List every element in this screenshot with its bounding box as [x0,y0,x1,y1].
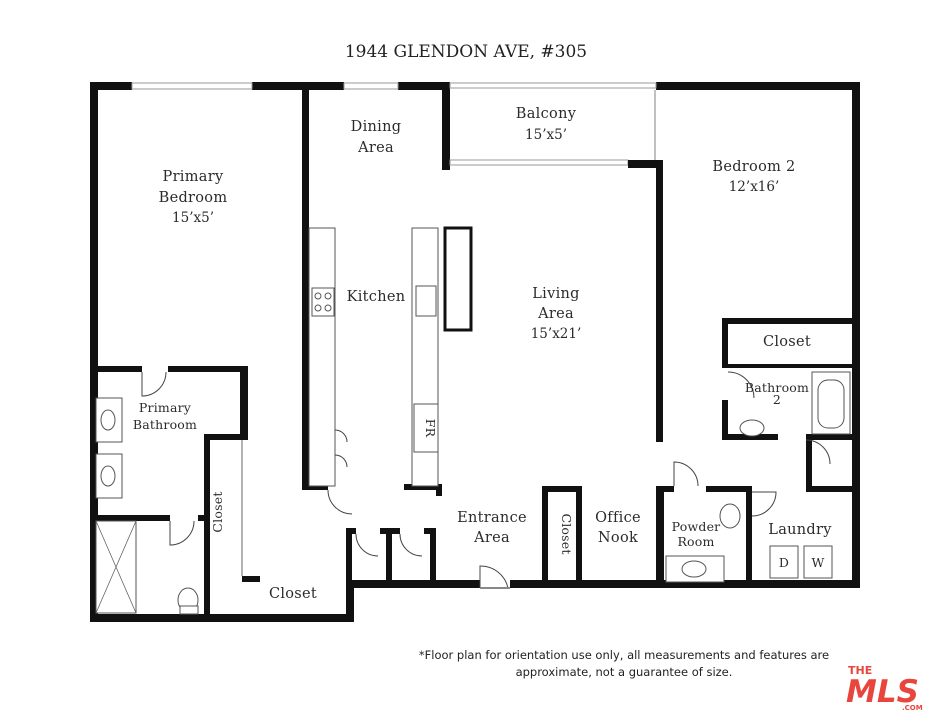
plan-title: 1944 GLENDON AVE, #305 [345,42,587,62]
mls-logo-main: MLS [846,674,919,710]
kitchen-counter-left [308,227,336,487]
bedroom-2-label: Bedroom 2 [712,159,795,175]
mls-logo: THE MLS .COM [846,664,923,712]
bathroom-2-label-line2: 2 [773,392,781,407]
powder-toilet [719,503,741,529]
dining-area-label-line1: Dining [351,119,402,135]
mls-logo-top: THE [848,664,872,677]
entrance-area-label-line2: Area [473,530,510,546]
office-nook-label-line2: Nook [598,530,638,546]
kitchen-range [311,287,335,317]
disclaimer-footnote: *Floor plan for orientation use only, al… [400,647,848,681]
bedroom-2-dims: 12’x16’ [729,179,780,195]
windows [131,82,657,166]
living-area-label-line2: Area [537,306,574,322]
mls-logo-small: .COM [902,704,923,712]
washer [803,545,833,579]
refrigerator [413,403,439,453]
primary-bedroom-dims: 15’x5’ [172,210,214,226]
dryer-label: D [779,555,789,570]
balcony-dims: 15’x5’ [525,127,567,143]
balcony-label: Balcony [516,106,577,122]
disclaimer-line-1: *Floor plan for orientation use only, al… [418,648,830,662]
primary-bathroom-label-line1: Primary [139,400,192,415]
kitchen-bar-counter [443,226,473,332]
kitchen-sink [415,285,437,317]
interior-walls [94,82,860,614]
primary-bedroom-label-line2: Bedroom [159,190,228,206]
exterior-walls [90,82,860,622]
closet-bottom-label: Closet [269,586,317,602]
fridge-label: FR [423,419,438,438]
room-labels: Primary Bedroom 15’x5’ Dining Area Balco… [133,106,832,602]
bathroom2-sink [739,419,765,437]
powder-room-label-line1: Powder [672,519,721,534]
closet-vertical-label: Closet [210,491,225,532]
disclaimer-line-2: approximate, not a guarantee of size. [515,665,733,679]
primary-bedroom-label-line1: Primary [163,169,224,185]
living-area-label-line1: Living [532,286,580,302]
bedroom-2-closet-label: Closet [763,334,811,350]
primary-bathroom-label-line2: Bathroom [133,417,197,432]
entrance-area-label-line1: Entrance [457,510,527,526]
laundry-label: Laundry [768,522,832,538]
kitchen-label: Kitchen [347,289,406,305]
dryer [769,545,799,579]
office-nook-label-line1: Office [595,510,641,526]
living-area-dims: 15’x21’ [531,326,582,342]
fixtures [95,226,851,615]
dining-area-label-line2: Area [357,140,394,156]
washer-label: W [811,555,824,570]
bathroom-2-label-line1: Bathroom [745,380,809,395]
entrance-closet-label: Closet [559,513,574,554]
powder-room-label-line2: Room [677,534,714,549]
